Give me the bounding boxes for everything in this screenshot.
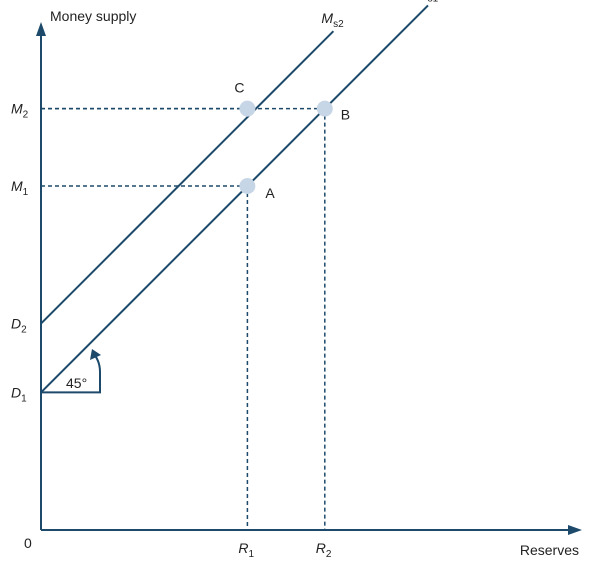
labels: Money supply Reserves 0 45° Ms1Ms2A B C D1 D… (11, 0, 579, 560)
point-a (239, 178, 256, 194)
point-label-a: A (265, 185, 275, 201)
y-tick-m2: M2 (11, 101, 29, 121)
origin-label: 0 (24, 535, 32, 551)
angle-label: 45° (66, 375, 87, 391)
x-axis-arrowhead (568, 525, 582, 535)
point-c (239, 100, 256, 117)
series-line-ms2 (40, 30, 335, 325)
series-label-ms2: Ms2 (321, 10, 344, 30)
y-axis-label: Money supply (50, 8, 136, 24)
axes (36, 22, 582, 535)
point-b (316, 100, 333, 117)
series-label-ms1: Ms1 (416, 0, 439, 4)
point-markers (239, 100, 333, 194)
x-axis-label: Reserves (520, 542, 579, 558)
x-tick-r1: R1 (238, 540, 254, 560)
angle-marker (41, 349, 101, 394)
point-label-c: C (234, 80, 244, 96)
angle-arrowhead (90, 349, 101, 360)
x-tick-r2: R2 (316, 540, 332, 560)
y-tick-m1: M1 (11, 178, 29, 198)
y-axis-arrowhead (36, 22, 46, 36)
series-line-ms1 (40, 4, 429, 394)
y-tick-d1: D1 (11, 384, 27, 404)
guide-lines (41, 107, 326, 530)
y-tick-d2: D2 (11, 316, 27, 336)
point-label-b: B (341, 107, 350, 123)
series-lines (40, 4, 429, 394)
